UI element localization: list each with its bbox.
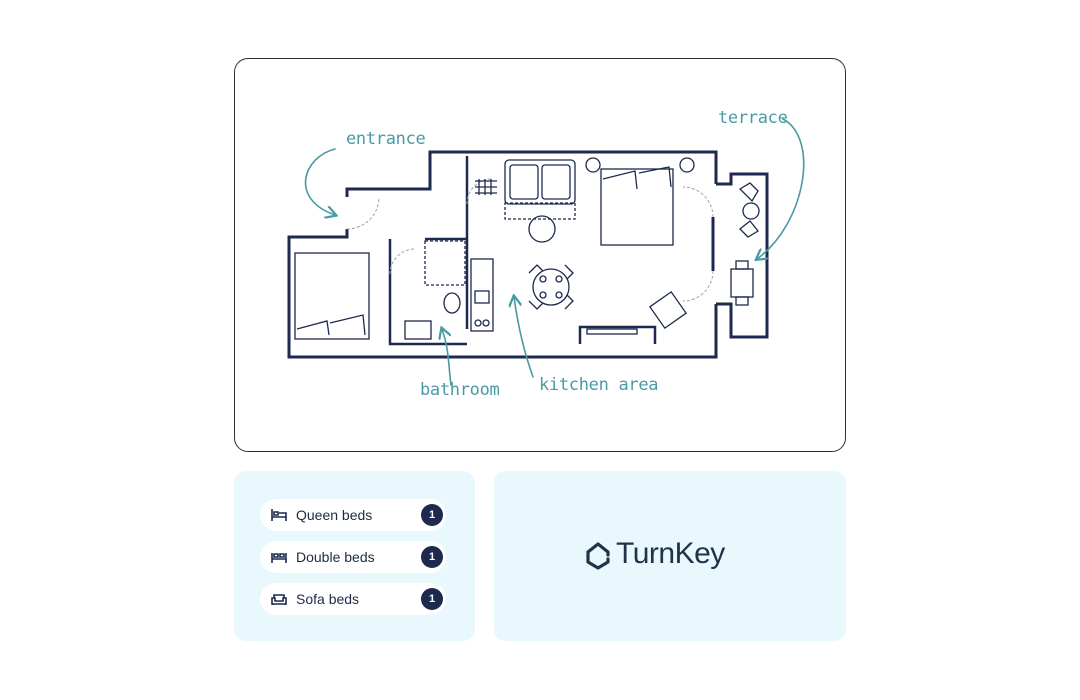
beds-summary-card: Queen beds 1 Double beds 1 Sofa beds 1 — [234, 471, 475, 641]
entrance-label: entrance — [346, 129, 426, 149]
brand-name: TurnKey — [616, 537, 725, 570]
sofa-icon — [271, 594, 287, 605]
bed-count-badge: 1 — [421, 546, 443, 568]
bed-icon — [271, 509, 287, 521]
bed-type-label: Double beds — [296, 549, 375, 565]
brand-card: TurnKey — [494, 471, 846, 641]
queen-bed — [294, 252, 370, 340]
kitchen-area-label: kitchen area — [539, 375, 659, 395]
bathroom-label: bathroom — [420, 380, 500, 400]
bed-icon — [271, 553, 287, 563]
furniture — [294, 157, 760, 340]
bed-type-label: Sofa beds — [296, 591, 360, 607]
bed-row-queen: Queen beds 1 — [260, 499, 446, 531]
exterior-walls — [287, 150, 769, 359]
house-logo-icon — [586, 542, 610, 570]
kitchen-counter — [470, 258, 494, 332]
floor-plan-drawing — [287, 118, 805, 386]
terrace-label: terrace — [718, 108, 788, 128]
terrace-table — [730, 268, 754, 298]
bed-row-double: Double beds 1 — [260, 541, 446, 573]
bed-count-badge: 1 — [421, 504, 443, 526]
label-arrows — [304, 118, 805, 386]
bed-row-sofa: Sofa beds 1 — [260, 583, 446, 615]
floor-plan-card: entrance terrace bathroom kitchen area — [234, 58, 846, 452]
bed-count-badge: 1 — [421, 588, 443, 610]
doors — [346, 178, 714, 302]
dining-table — [532, 268, 570, 306]
interior-walls — [388, 156, 715, 346]
sofa — [504, 159, 576, 205]
bed-type-label: Queen beds — [296, 507, 373, 523]
double-bed — [600, 168, 674, 246]
